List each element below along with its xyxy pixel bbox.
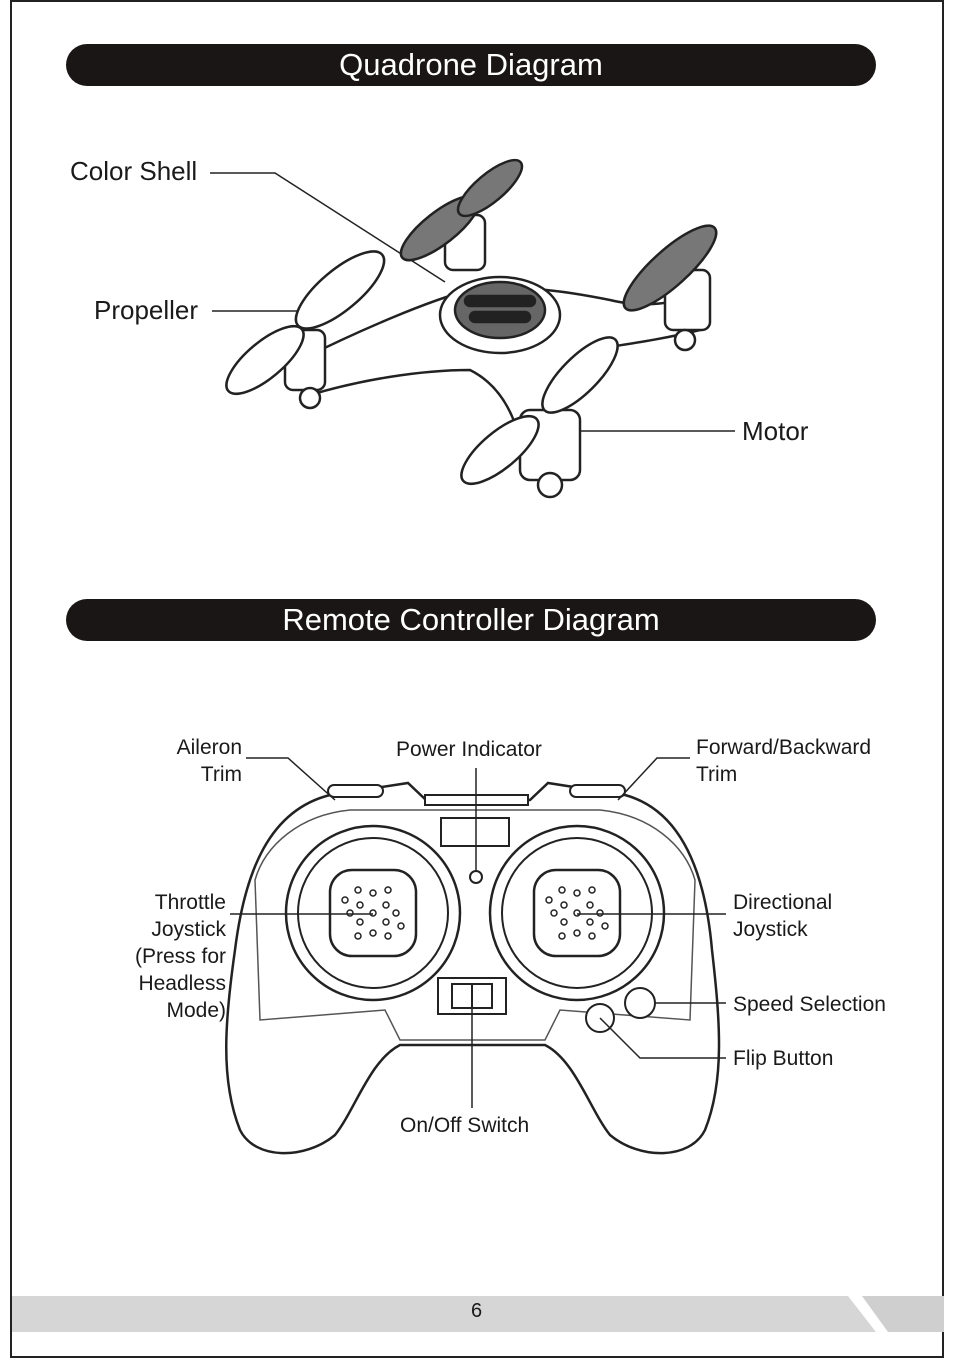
page-number: 6 <box>0 1300 953 1323</box>
